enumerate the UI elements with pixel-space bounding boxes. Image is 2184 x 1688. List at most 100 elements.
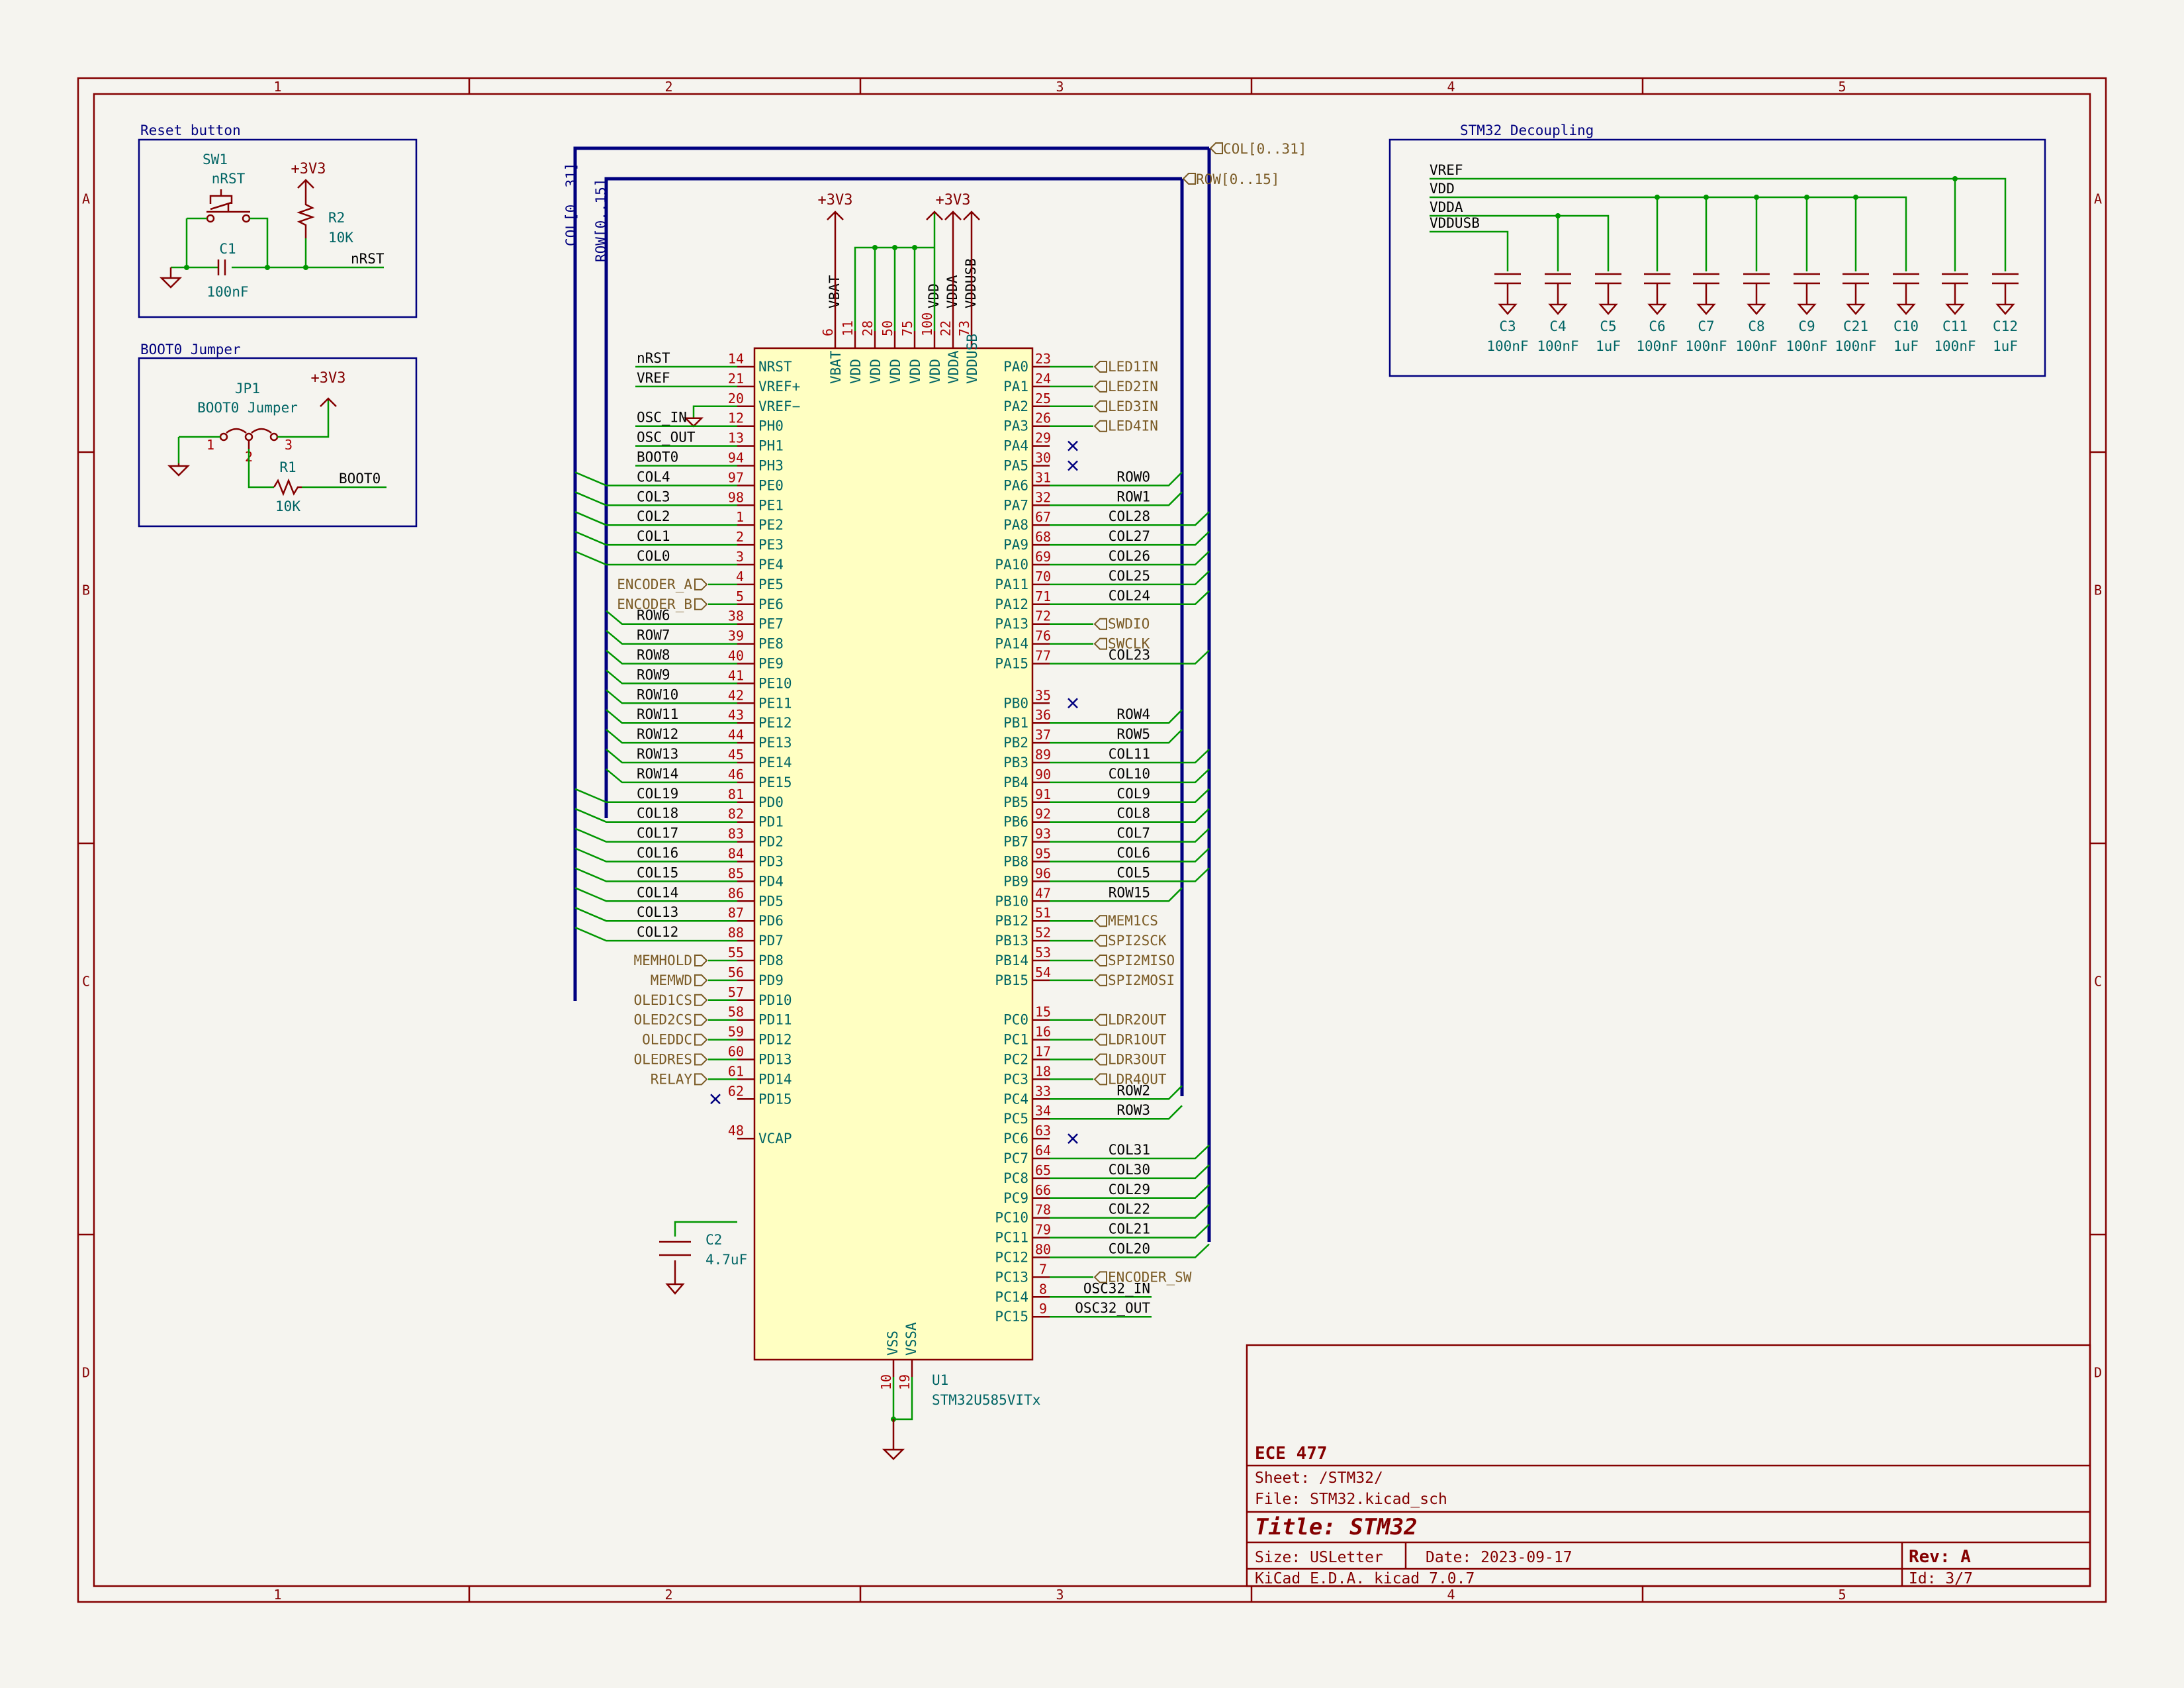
grid-col-bottom: 1 [273, 1587, 281, 1603]
pin-number: 34 [1035, 1103, 1051, 1119]
pin-name: PA8 [1003, 517, 1028, 533]
grid-row-right: D [2094, 1365, 2102, 1381]
pin-number: 71 [1035, 588, 1051, 604]
pin-number: 79 [1035, 1222, 1051, 1238]
pin-net-label: COL11 [1109, 746, 1150, 762]
pin-number: 59 [728, 1024, 744, 1040]
cap-ref: C4 [1549, 318, 1566, 334]
pin-name: PE14 [758, 755, 792, 771]
jumper-symbol [219, 428, 279, 449]
pin-number: 7 [1039, 1261, 1047, 1277]
pin-net-label: COL12 [637, 924, 678, 940]
pin-number: 85 [728, 865, 744, 881]
mcu-left-pin: VCAP 48 [728, 1123, 792, 1147]
pin-net-label: COL20 [1109, 1241, 1150, 1257]
pin-name: PE0 [758, 477, 784, 493]
pin-net-label: COL5 [1116, 865, 1150, 880]
pin-name: VCAP [758, 1131, 792, 1147]
pin-name: PA2 [1003, 399, 1028, 414]
pin-net-label: ROW9 [637, 667, 670, 682]
pin-name: PB4 [1003, 774, 1028, 790]
pin-net-label: COL22 [1109, 1201, 1150, 1217]
pin-name: VDD [927, 359, 943, 384]
pin-number: 57 [728, 984, 744, 1000]
pin-net-label: COL19 [637, 786, 678, 802]
cap-value: 100nF [1786, 338, 1827, 354]
pin-number: 30 [1035, 450, 1051, 466]
pin-net-label: COL17 [637, 825, 678, 841]
cap-value: 100nF [1685, 338, 1727, 354]
pin-name: PB12 [995, 913, 1028, 929]
vbat-power-label: +3V3 [818, 192, 853, 209]
pin-name: PB15 [995, 972, 1028, 988]
pin-name: PB2 [1003, 735, 1028, 751]
grid-row-left: B [82, 583, 90, 598]
jp1-pin3: 3 [285, 437, 293, 453]
pin-name: PC14 [995, 1289, 1028, 1305]
pin-net-label: COL3 [637, 489, 670, 504]
pin-number: 92 [1035, 806, 1051, 822]
pin-name: PE5 [758, 577, 784, 592]
grid-row-right: B [2094, 583, 2102, 598]
row-bus-vertical-label: ROW[0..15] [593, 179, 609, 262]
pin-number: 48 [728, 1123, 744, 1139]
pin-number: 53 [1035, 945, 1051, 961]
pin-number: 97 [728, 469, 744, 485]
pin-number: 62 [728, 1083, 744, 1099]
pin-net-label: COL4 [637, 469, 670, 485]
tb-tool: KiCad E.D.A. kicad 7.0.7 [1255, 1570, 1475, 1587]
pin-net-label: SWCLK [1108, 636, 1150, 652]
grid-row-right: C [2094, 974, 2102, 990]
pin-number: 32 [1035, 489, 1051, 505]
cap-ref: C10 [1893, 318, 1919, 334]
pin-net-label: COL23 [1109, 647, 1150, 663]
pin-number: 100 [919, 312, 935, 336]
pin-name: PD5 [758, 893, 784, 909]
pin-number: 94 [728, 450, 744, 466]
pin-net-label: LDR2OUT [1108, 1012, 1167, 1028]
pin-net-label: LED3IN [1108, 399, 1158, 414]
pin-name: PD11 [758, 1012, 792, 1028]
pin-net-label: BOOT0 [637, 449, 678, 465]
pin-number: 37 [1035, 727, 1051, 743]
pin-net-label: ROW4 [1116, 706, 1150, 722]
pin-name: PH3 [758, 458, 784, 474]
reset-net-label: nRST [351, 251, 385, 267]
pin-number: 60 [728, 1044, 744, 1060]
u1-value: STM32U585VITx [932, 1392, 1040, 1408]
pin-net-label: OSC_IN [637, 410, 687, 426]
pin-number: 19 [897, 1374, 913, 1390]
pin-name: PB3 [1003, 755, 1028, 771]
pin-number: 38 [728, 608, 744, 624]
pin-number: 51 [1035, 905, 1051, 921]
grid-col-bottom: 5 [1838, 1587, 1846, 1603]
jp1-value: BOOT0 Jumper [197, 400, 298, 416]
pin-name: PB9 [1003, 873, 1028, 889]
pin-name: PA13 [995, 616, 1028, 632]
pin-name: VDD [848, 359, 864, 384]
